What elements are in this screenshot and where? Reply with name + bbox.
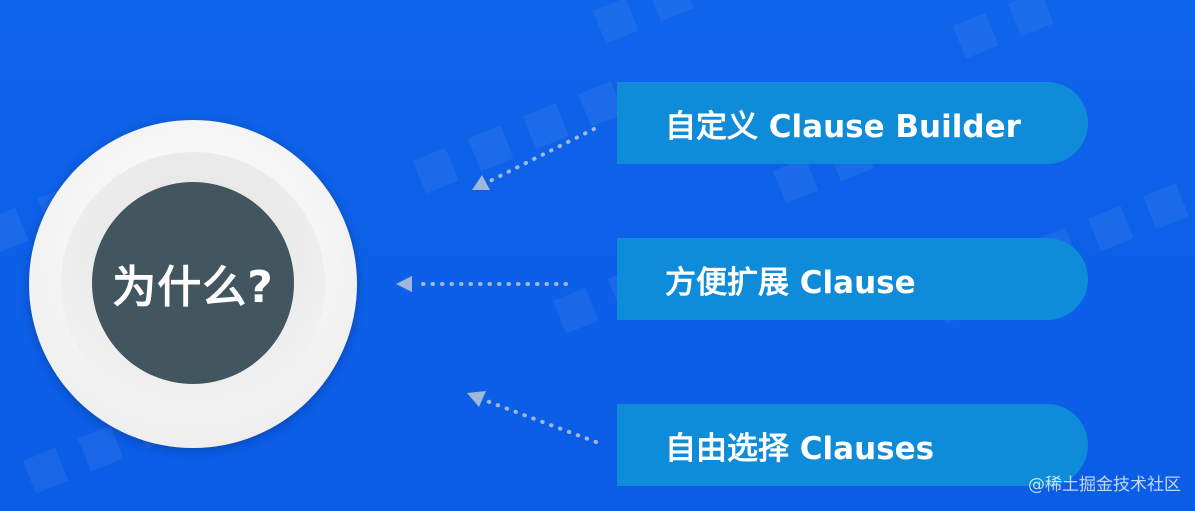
reason-label: 方便扩展 Clause bbox=[665, 264, 916, 301]
dotted-arrow-icon bbox=[467, 391, 598, 444]
dotted-arrow-icon bbox=[396, 276, 568, 292]
reason-pill-easy-extend: 方便扩展 Clause bbox=[617, 238, 1088, 320]
center-circle: 为什么? bbox=[92, 182, 294, 384]
reason-pill-free-choice: 自由选择 Clauses bbox=[617, 404, 1088, 486]
credit-text: @稀土掘金技术社区 bbox=[1028, 475, 1181, 495]
dotted-arrow-icon bbox=[472, 127, 596, 190]
center-label: 为什么? bbox=[112, 262, 274, 313]
reason-label: 自定义 Clause Builder bbox=[665, 108, 1021, 145]
reason-pill-custom-builder: 自定义 Clause Builder bbox=[617, 82, 1088, 164]
reason-label: 自由选择 Clauses bbox=[665, 430, 935, 467]
